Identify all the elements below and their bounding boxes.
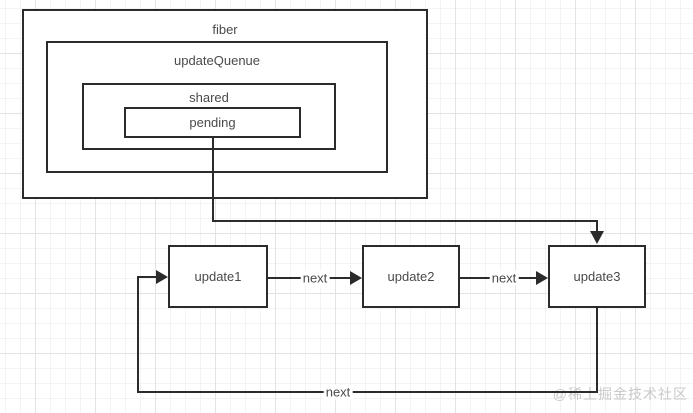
edge-label-next-2: next xyxy=(489,270,519,286)
node-update2: update2 xyxy=(362,245,460,308)
arrowhead-right-icon xyxy=(350,271,362,285)
node-update3: update3 xyxy=(548,245,646,308)
arrowhead-right-icon xyxy=(156,270,168,284)
update-queue-label: updateQuenue xyxy=(173,53,261,68)
edge-label-next-3: next xyxy=(323,384,353,400)
pending-box: pending xyxy=(124,107,301,138)
pending-label: pending xyxy=(189,115,236,130)
arrowhead-right-icon xyxy=(536,271,548,285)
shared-label: shared xyxy=(189,90,229,105)
node-update1-label: update1 xyxy=(194,269,242,284)
fiber-label: fiber xyxy=(212,22,238,37)
node-update1: update1 xyxy=(168,245,268,308)
edge-label-next-1: next xyxy=(300,270,330,286)
node-update2-label: update2 xyxy=(387,269,435,284)
arrowhead-down-icon xyxy=(590,231,604,244)
node-update3-label: update3 xyxy=(573,269,621,284)
watermark: @稀土掘金技术社区 xyxy=(552,386,688,402)
